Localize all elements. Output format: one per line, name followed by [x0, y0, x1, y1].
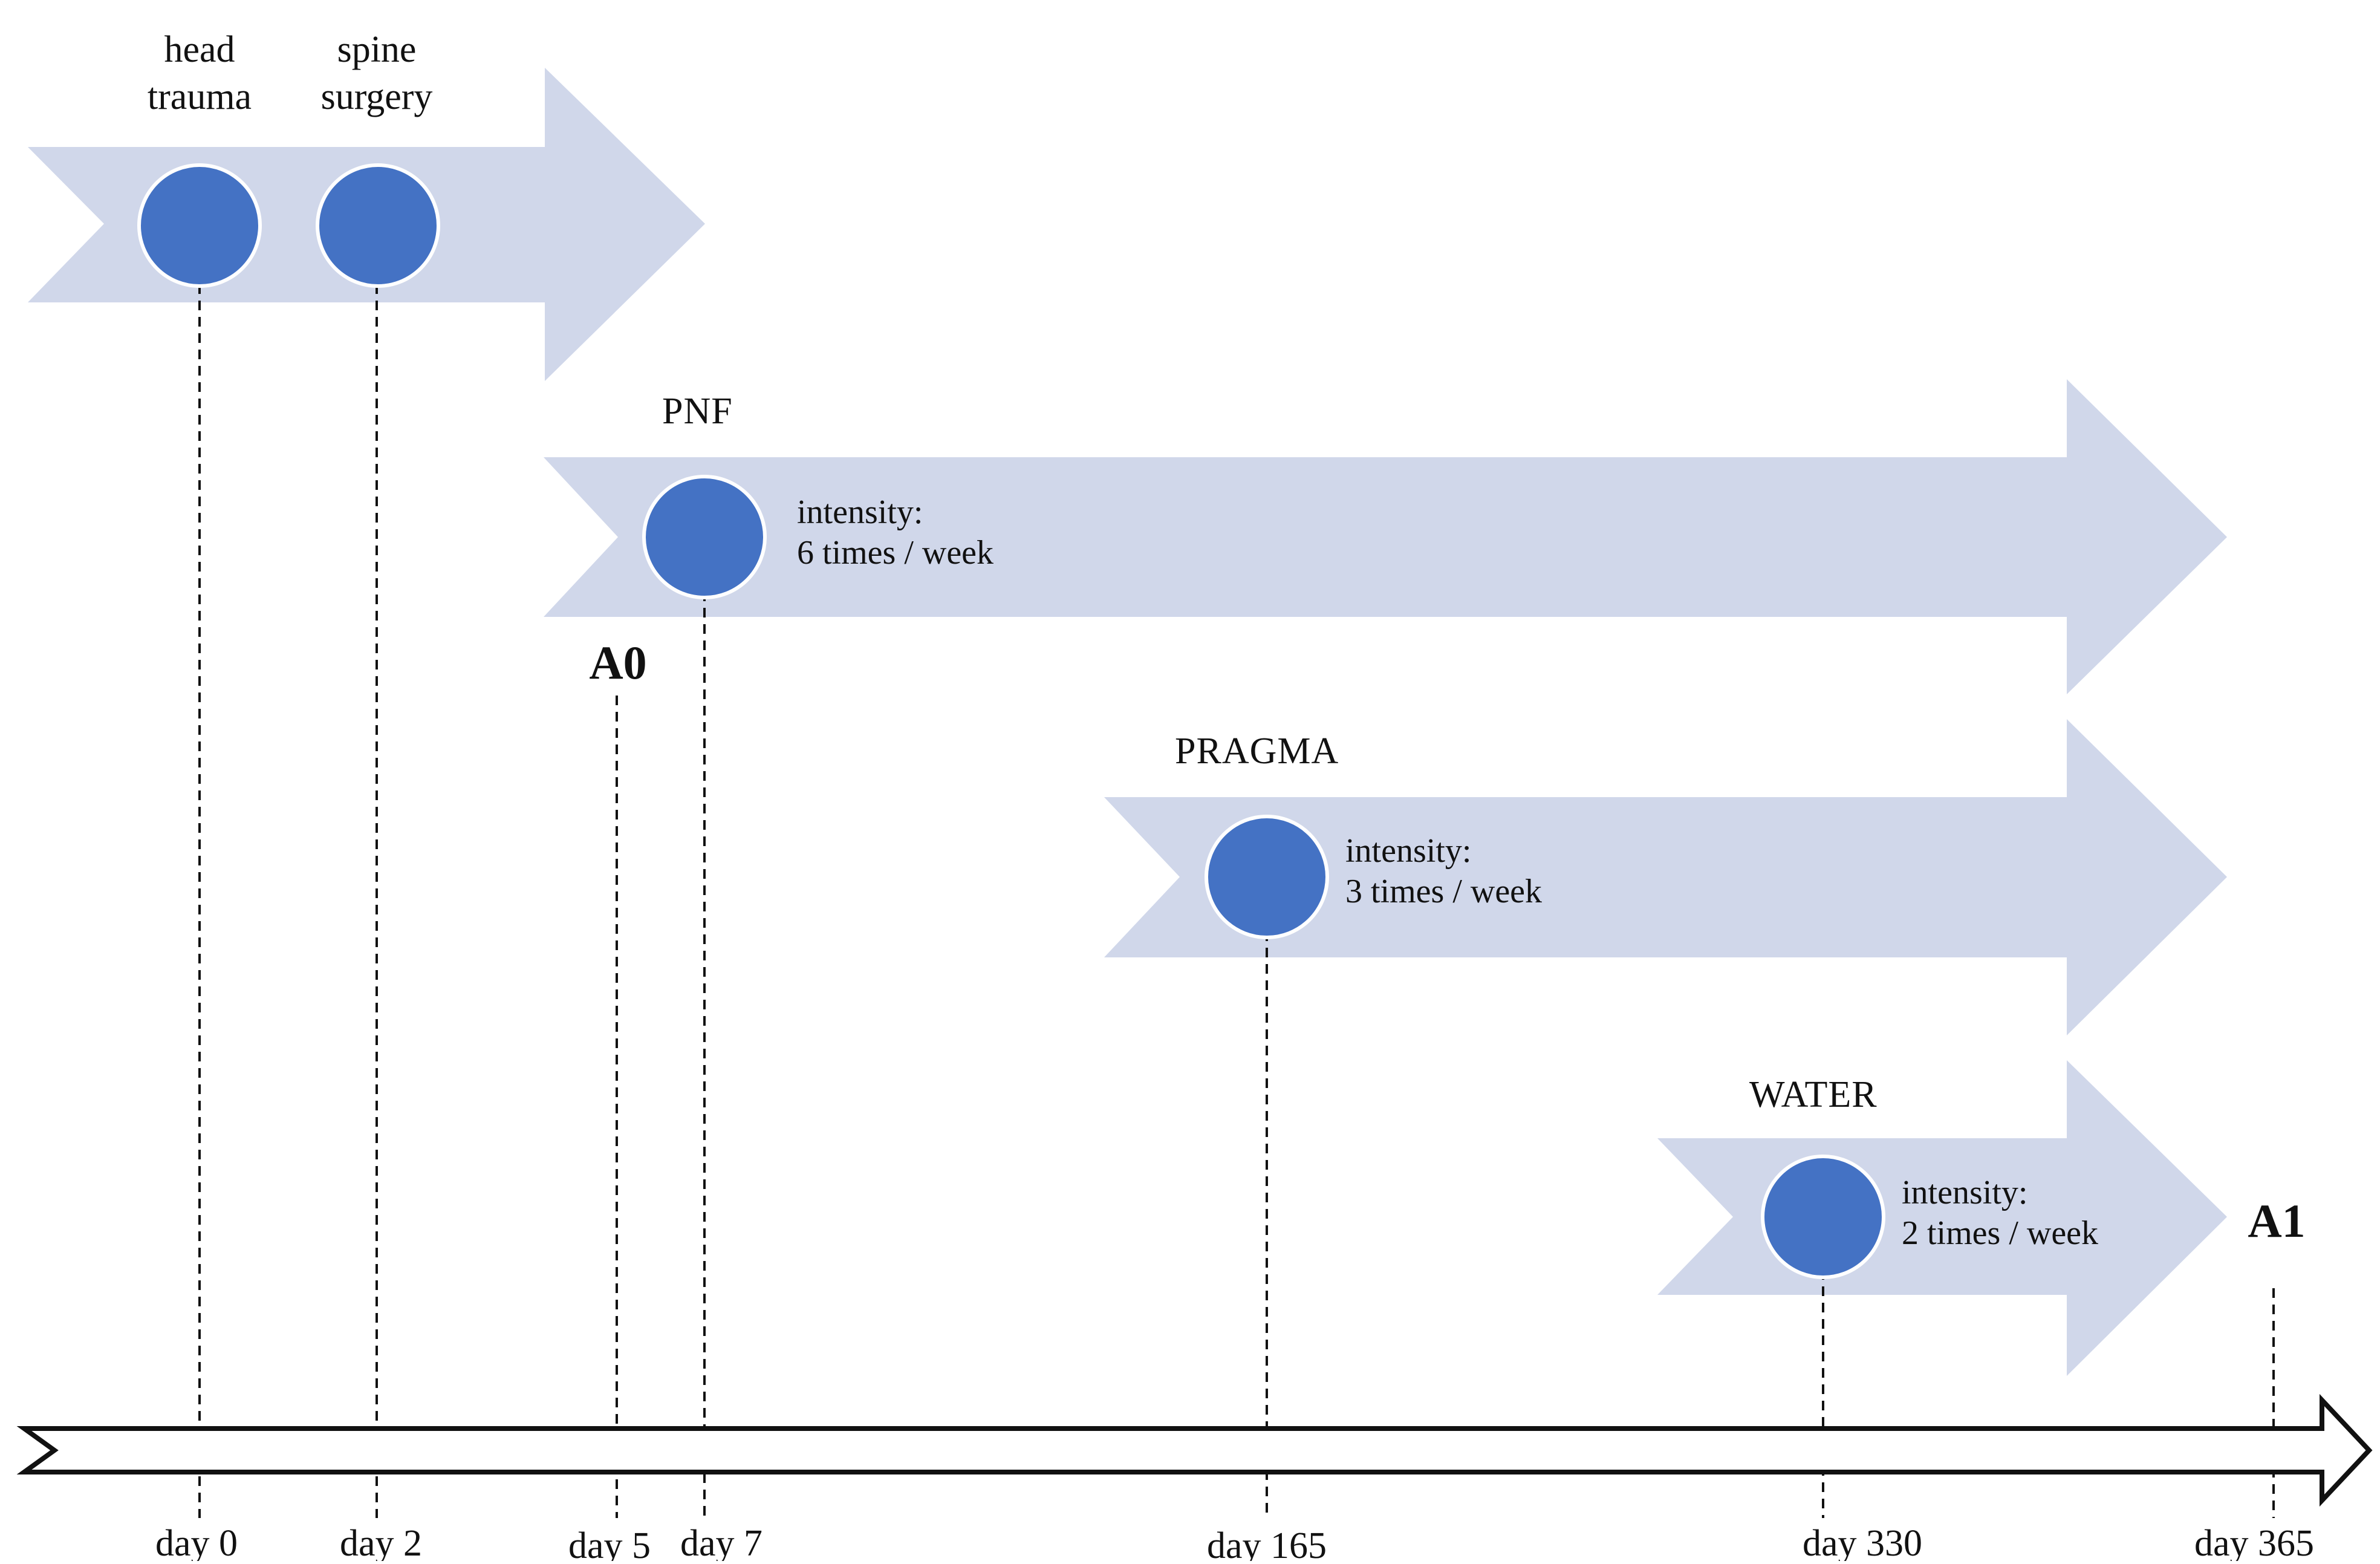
water-intensity-value: 2 times / week [1902, 1214, 2098, 1252]
pragma-intensity-value: 3 times / week [1345, 873, 1542, 910]
pnf-band [544, 379, 2227, 694]
a1-marker: A1 [2248, 1194, 2305, 1247]
pragma-dot [1205, 815, 1329, 939]
pragma-title: PRAGMA [1175, 731, 1339, 772]
spine-surgery-label-line2: surgery [321, 76, 433, 117]
day-label-7: day 7 [680, 1523, 762, 1561]
timeline-axis-arrow [16, 1393, 2373, 1507]
day-label-365: day 365 [2194, 1523, 2314, 1561]
day-label-2: day 2 [340, 1523, 422, 1561]
water-dot [1761, 1155, 1885, 1279]
pnf-dot [642, 475, 767, 599]
day-label-165: day 165 [1207, 1525, 1327, 1561]
a0-marker: A0 [589, 636, 646, 689]
water-intensity-label: intensity: [1902, 1174, 2027, 1211]
pragma-intensity-label: intensity: [1345, 832, 1471, 870]
day-label-5: day 5 [568, 1525, 651, 1561]
head-trauma-label-line1: head [164, 29, 235, 70]
water-band [1657, 1060, 2227, 1376]
pragma-band [1104, 719, 2227, 1035]
spine-surgery-dot [316, 163, 440, 288]
water-title: WATER [1749, 1074, 1878, 1115]
head-trauma-dot [137, 163, 262, 288]
pnf-title: PNF [662, 391, 733, 432]
day-label-330: day 330 [1803, 1523, 1922, 1561]
head-trauma-label-line2: trauma [148, 76, 252, 117]
pnf-intensity-label: intensity: [797, 494, 923, 531]
day-label-0: day 0 [155, 1523, 238, 1561]
pnf-intensity-value: 6 times / week [797, 534, 993, 572]
spine-surgery-label-line1: spine [337, 29, 417, 70]
